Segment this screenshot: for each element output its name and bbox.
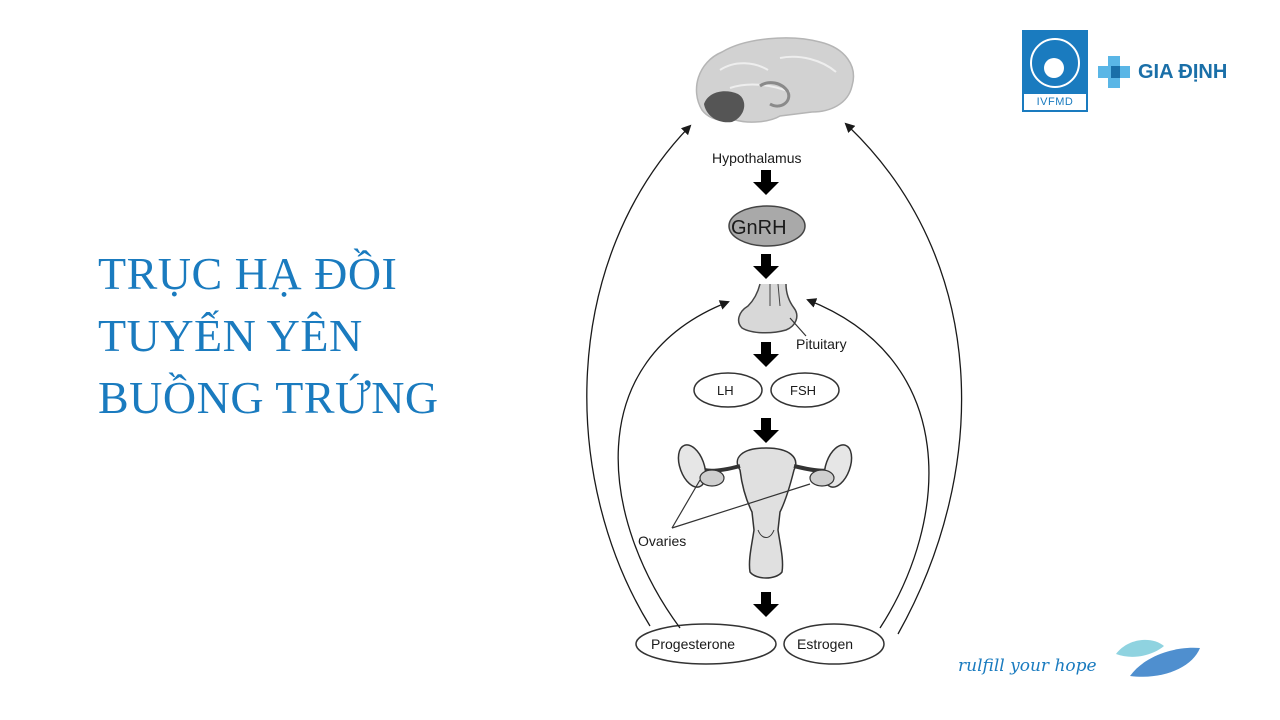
down-arrow-icon bbox=[753, 418, 779, 443]
gia-dinh-logo-text: GIA ĐỊNH bbox=[1138, 60, 1228, 83]
ivfmd-logo: IVFMD bbox=[1022, 30, 1088, 112]
progesterone-label: Progesterone bbox=[651, 636, 735, 652]
down-arrow-icon bbox=[753, 254, 779, 279]
down-arrow-icon bbox=[753, 170, 779, 195]
leaf-logo-icon bbox=[1116, 639, 1200, 677]
medical-cross-icon bbox=[1098, 56, 1130, 88]
gnrh-label: GnRH bbox=[731, 217, 787, 239]
estrogen-label: Estrogen bbox=[797, 636, 853, 652]
title-line-3: BUỒNG TRỨNG bbox=[98, 372, 439, 423]
ivfmd-logo-core bbox=[1044, 58, 1064, 78]
ovaries-label: Ovaries bbox=[638, 533, 686, 549]
down-arrow-icon bbox=[753, 592, 779, 617]
pituitary-label: Pituitary bbox=[796, 336, 847, 352]
pituitary-gland-icon bbox=[737, 283, 807, 337]
page-title: TRỤC HẠ ĐỒI TUYẾN YÊN BUỒNG TRỨNG bbox=[98, 243, 439, 429]
feedback-arrows bbox=[586, 122, 963, 635]
down-arrow-icon bbox=[753, 342, 779, 367]
progesterone-node: Progesterone bbox=[635, 623, 777, 665]
lh-node: LH bbox=[693, 372, 763, 408]
estrogen-node: Estrogen bbox=[783, 623, 885, 665]
tagline: rulfill your hope bbox=[958, 656, 1097, 676]
hypothalamus-label: Hypothalamus bbox=[712, 150, 802, 166]
fsh-label: FSH bbox=[790, 383, 816, 398]
brain-icon bbox=[695, 37, 855, 123]
ivfmd-logo-text: IVFMD bbox=[1024, 94, 1086, 110]
uterus-ovaries-icon bbox=[671, 444, 853, 579]
title-line-2: TUYẾN YÊN bbox=[98, 310, 363, 361]
lh-label: LH bbox=[717, 383, 734, 398]
fsh-node: FSH bbox=[770, 372, 840, 408]
title-line-1: TRỤC HẠ ĐỒI bbox=[98, 248, 398, 299]
gnrh-node: GnRH bbox=[728, 205, 806, 247]
gia-dinh-logo: GIA ĐỊNH bbox=[1096, 52, 1227, 92]
